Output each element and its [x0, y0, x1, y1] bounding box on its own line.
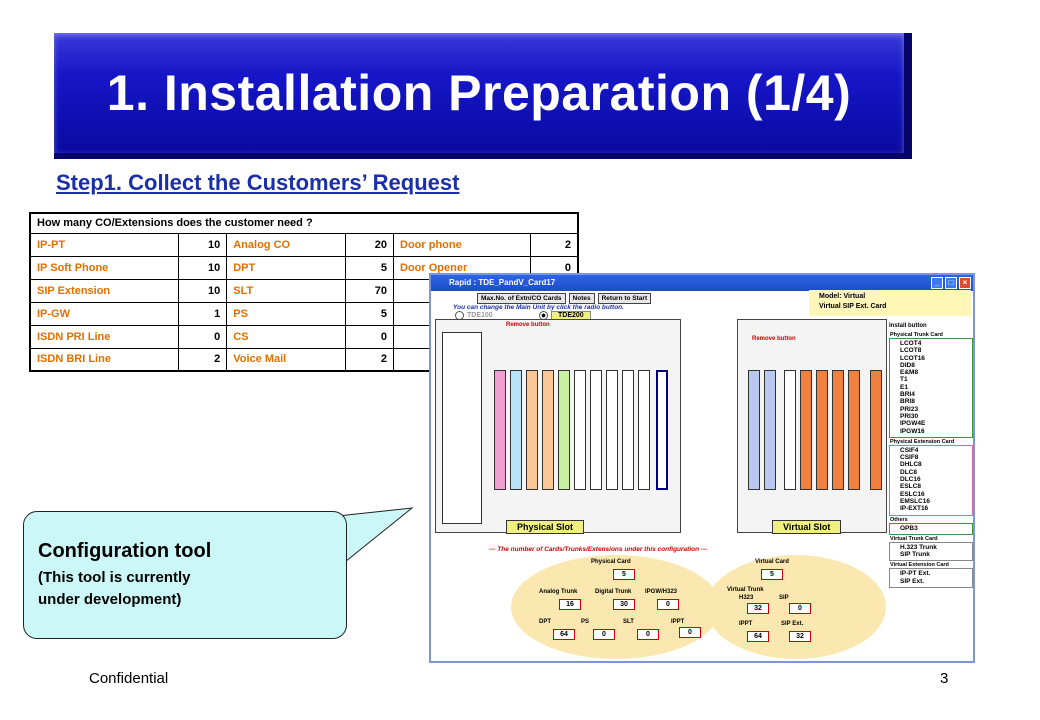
virtual-extension-card-list[interactable]: IP-PT Ext. SIP Ext.: [889, 568, 973, 589]
install-panel: Install button Physical Trunk Card LCOT4…: [889, 323, 973, 589]
page-title: 1. Installation Preparation (1/4): [106, 65, 852, 121]
card-slot[interactable]: [510, 370, 522, 490]
close-icon[interactable]: ×: [959, 277, 971, 289]
virtual-card-slot[interactable]: [848, 370, 860, 490]
window-titlebar: Rapid : TDE_PandV_Card17 _ □ ×: [431, 275, 973, 291]
page-number: 3: [940, 670, 949, 687]
card-slot[interactable]: [558, 370, 570, 490]
virtual-card-count: 5: [761, 569, 783, 580]
maximize-icon[interactable]: □: [945, 277, 957, 289]
card-slot[interactable]: [656, 370, 668, 490]
virtual-card-slot[interactable]: [800, 370, 812, 490]
physical-trunk-card-list[interactable]: LCOT4 LCOT8 LCOT16 DID8 E&M8 T1 E1 BRI4 …: [889, 338, 973, 438]
others-card-list[interactable]: OPB3: [889, 522, 973, 535]
config-tool-window: Rapid : TDE_PandV_Card17 _ □ × Max.No. o…: [429, 273, 975, 663]
step-heading: Step1. Collect the Customers’ Request: [56, 170, 460, 195]
power-panel: [442, 332, 482, 524]
card-slot[interactable]: [638, 370, 650, 490]
summary-title: --- The number of Cards/Trunks/Extension…: [489, 546, 708, 553]
virtual-card-slot[interactable]: [832, 370, 844, 490]
minimize-icon[interactable]: _: [931, 277, 943, 289]
physical-slot-label: Physical Slot: [506, 520, 585, 534]
card-slot[interactable]: [526, 370, 538, 490]
footer-confidential: Confidential: [89, 670, 169, 687]
virtual-card-slot[interactable]: [816, 370, 828, 490]
physical-extension-card-list[interactable]: CSIF4 CSIF8 DHLC8 DLC8 DLC16 ESLC8 ESLC1…: [889, 444, 973, 516]
return-to-start-button[interactable]: Return to Start: [597, 293, 652, 304]
card-slot[interactable]: [574, 370, 586, 490]
callout-bubble: Configuration tool (This tool is current…: [23, 511, 347, 639]
title-banner: 1. Installation Preparation (1/4): [54, 33, 912, 159]
max-cards-button[interactable]: Max.No. of Extn/CO Cards: [477, 293, 566, 304]
physical-rack: Remove button Physical Slot: [435, 319, 681, 534]
virtual-slot-label: Virtual Slot: [772, 520, 842, 534]
hint-text: You can change the Main Unit by click th…: [453, 304, 624, 311]
physical-card-count: 5: [613, 569, 635, 580]
virtual-card-slot[interactable]: [784, 370, 796, 490]
virtual-card-slot[interactable]: [764, 370, 776, 490]
virtual-rack: Remove button Virtual Slot: [737, 319, 887, 534]
virtual-card-slot[interactable]: [748, 370, 760, 490]
virtual-card-slot[interactable]: [870, 370, 882, 490]
remove-button[interactable]: Remove button: [506, 322, 550, 328]
virtual-trunk-card-list[interactable]: H.323 Trunk SIP Trunk: [889, 541, 973, 562]
window-toolbar: Max.No. of Extn/CO Cards Notes Return to…: [477, 293, 652, 304]
remove-button[interactable]: Remove button: [752, 336, 796, 342]
callout-note: (This tool is currently under developmen…: [38, 569, 191, 608]
card-slot[interactable]: [542, 370, 554, 490]
callout-headline: Configuration tool: [38, 540, 212, 562]
card-slot[interactable]: [606, 370, 618, 490]
install-button-label[interactable]: Install button: [889, 323, 927, 329]
model-box: Model: Virtual Virtual SIP Ext. Card: [809, 290, 971, 316]
table-header: How many CO/Extensions does the customer…: [29, 212, 579, 234]
card-slot[interactable]: [494, 370, 506, 490]
card-slot[interactable]: [590, 370, 602, 490]
card-slot[interactable]: [622, 370, 634, 490]
notes-button[interactable]: Notes: [568, 293, 595, 304]
window-title: Rapid : TDE_PandV_Card17: [449, 278, 556, 287]
